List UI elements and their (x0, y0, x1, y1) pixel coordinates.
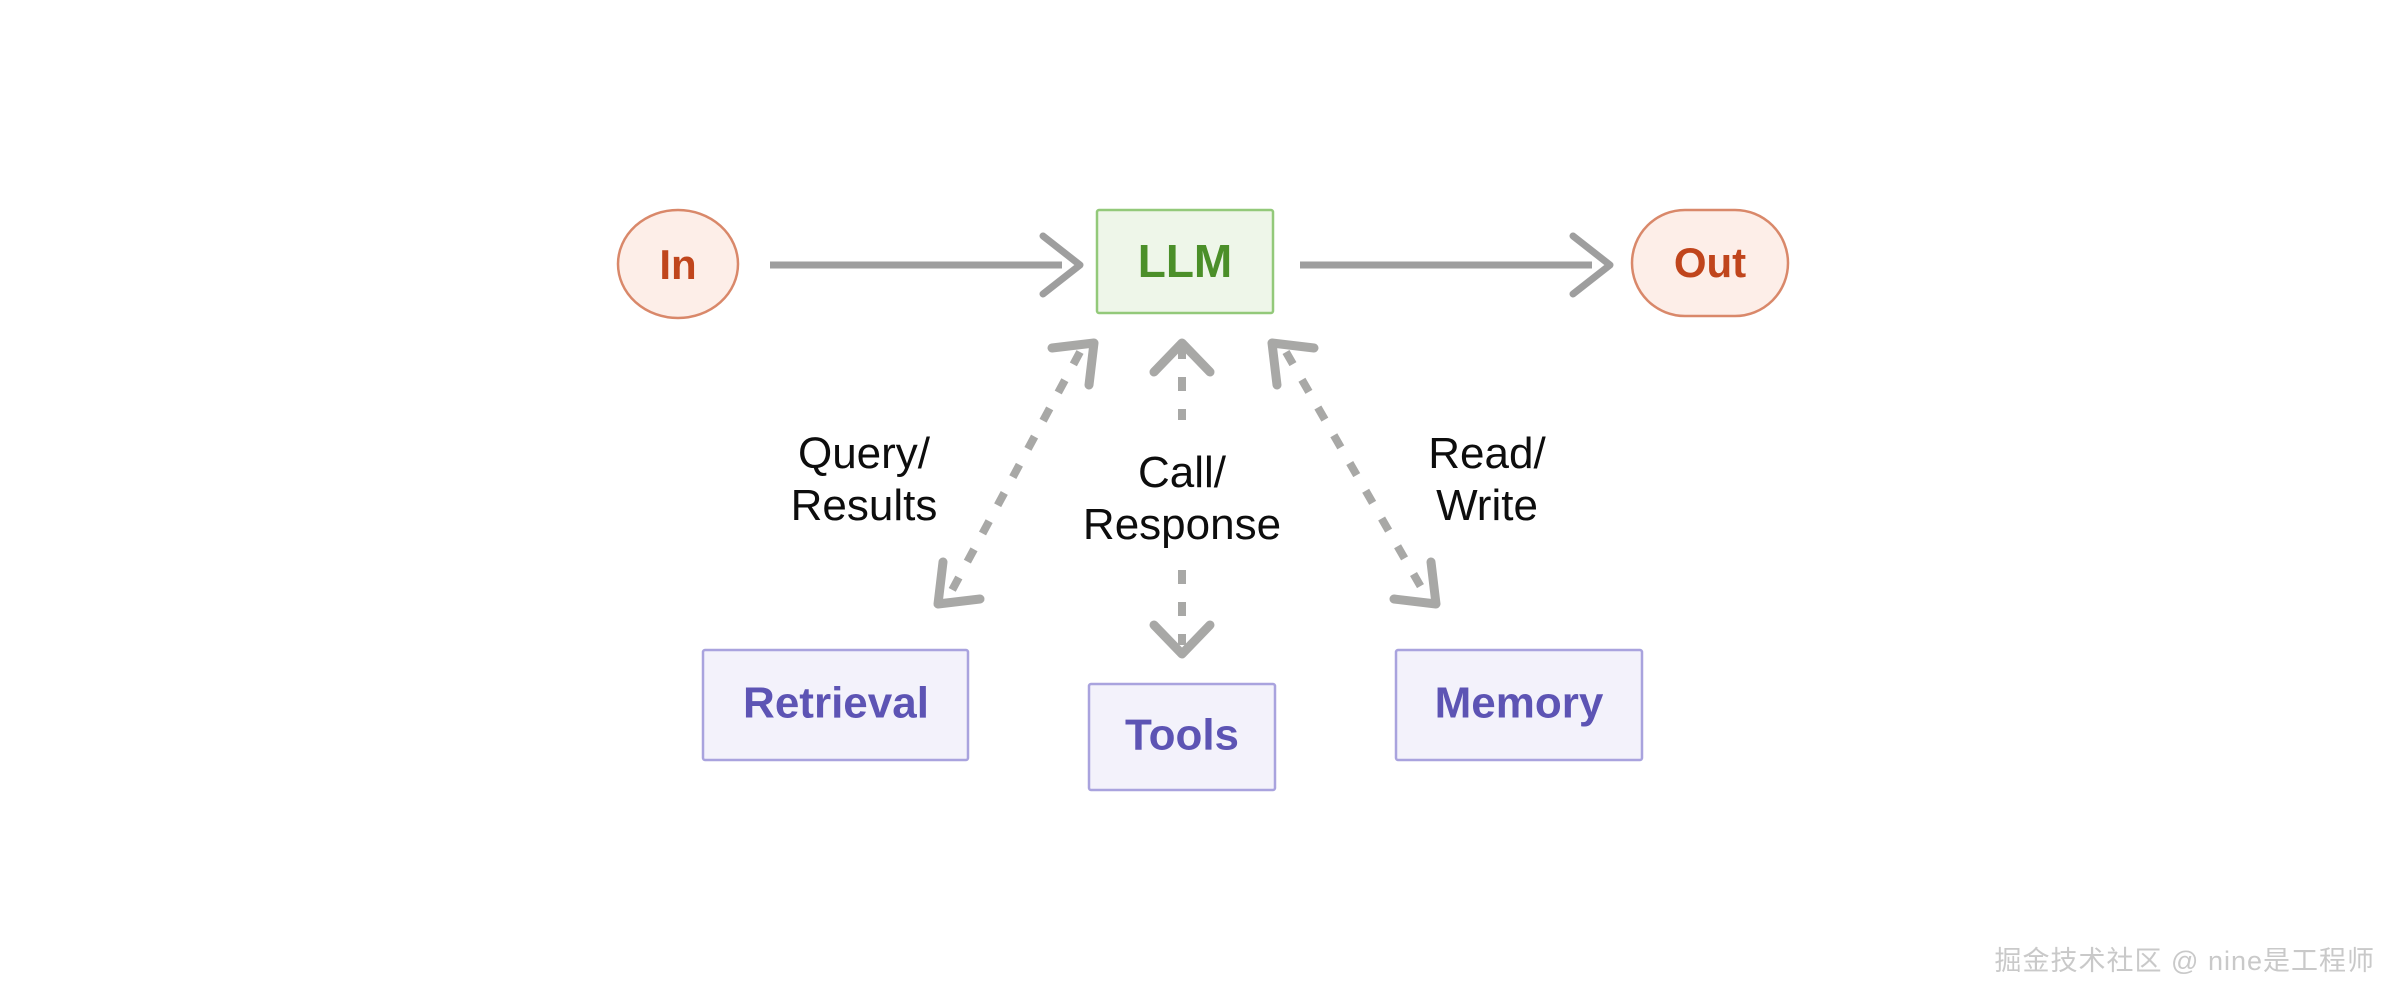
edge-label-query-results: Query/ Results (791, 429, 938, 530)
edge-llm-memory-line (1282, 350, 1429, 596)
edge-llm-to-out (1300, 232, 1614, 298)
node-llm-shape[interactable] (1095, 208, 1275, 315)
edge-llm-retrieval (933, 338, 1099, 609)
edge-llm-memory-arrowhead-bottom (1389, 557, 1441, 609)
node-memory-shape[interactable] (1394, 648, 1644, 762)
edge-llm-memory-arrowhead-top (1267, 338, 1319, 390)
node-retrieval[interactable]: Retrieval (701, 648, 970, 762)
node-in-label: In (659, 241, 696, 288)
edge-llm-memory (1267, 338, 1441, 609)
node-out-label: Out (1674, 239, 1746, 286)
edge-llm-to-out-arrowhead (1569, 232, 1614, 298)
edge-label-read-write-line1: Read/ (1428, 429, 1546, 478)
edge-label-read-write-line2: Write (1436, 481, 1538, 530)
edge-label-call-response: Call/ Response (1083, 448, 1281, 549)
node-in-shape[interactable] (616, 208, 740, 320)
edge-llm-tools-arrowhead-bottom (1149, 620, 1215, 659)
edge-label-read-write: Read/ Write (1428, 429, 1546, 530)
edge-llm-retrieval-arrowhead-top (1047, 338, 1099, 390)
edge-label-query-results-line2: Results (791, 481, 938, 530)
node-tools[interactable]: Tools (1087, 682, 1277, 792)
edge-label-query-results-line1: Query/ (798, 429, 931, 478)
edge-label-call-response-line1: Call/ (1138, 448, 1227, 497)
node-tools-label: Tools (1125, 711, 1239, 760)
watermark: 掘金技术社区 @ nine是工程师 (1994, 946, 2375, 976)
node-memory[interactable]: Memory (1394, 648, 1644, 762)
edge-llm-tools-arrowhead-top (1149, 338, 1215, 377)
node-out[interactable]: Out (1630, 208, 1790, 318)
edge-llm-retrieval-arrowhead-bottom (933, 557, 985, 609)
node-memory-label: Memory (1435, 679, 1604, 728)
node-retrieval-shape[interactable] (701, 648, 970, 762)
node-out-shape[interactable] (1630, 208, 1790, 318)
node-in[interactable]: In (616, 208, 740, 320)
edge-in-to-llm (770, 232, 1084, 298)
edge-llm-retrieval-line (946, 350, 1084, 596)
node-retrieval-label: Retrieval (743, 679, 929, 728)
edge-in-to-llm-arrowhead (1039, 232, 1084, 298)
node-llm[interactable]: LLM (1095, 208, 1275, 315)
node-llm-label: LLM (1138, 235, 1233, 287)
edge-label-call-response-line2: Response (1083, 500, 1281, 549)
edge-llm-tools (1149, 338, 1215, 659)
node-tools-shape[interactable] (1087, 682, 1277, 792)
